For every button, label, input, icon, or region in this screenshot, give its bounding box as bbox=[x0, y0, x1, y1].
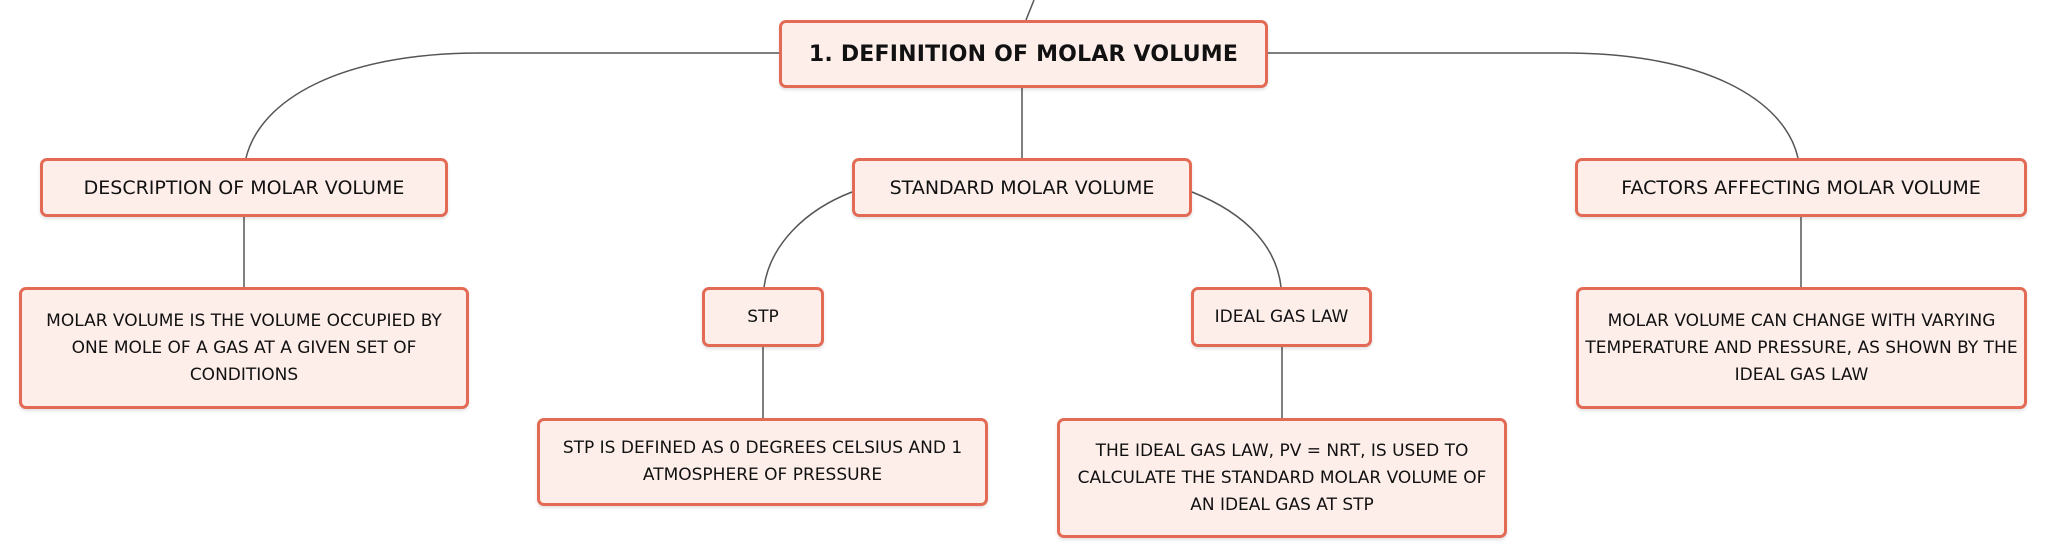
subtopic-node-ideal-gas-law[interactable]: IDEAL GAS LAW bbox=[1191, 287, 1372, 347]
connector-standard-to-stp bbox=[763, 191, 853, 288]
detail-node-ideal-gas-law[interactable]: THE IDEAL GAS LAW, PV = NRT, IS USED TO … bbox=[1057, 418, 1507, 538]
root-node-label: 1. DEFINITION OF MOLAR VOLUME bbox=[808, 41, 1239, 67]
detail-node-text: THE IDEAL GAS LAW, PV = NRT, IS USED TO … bbox=[1077, 440, 1487, 515]
detail-node-stp[interactable]: STP IS DEFINED AS 0 DEGREES CELSIUS AND … bbox=[537, 418, 988, 506]
topic-node-description-of-molar-volume[interactable]: DESCRIPTION OF MOLAR VOLUME bbox=[40, 158, 448, 217]
topic-node-factors-affecting-molar-volume[interactable]: FACTORS AFFECTING MOLAR VOLUME bbox=[1575, 158, 2027, 217]
detail-node-text: MOLAR VOLUME CAN CHANGE WITH VARYING TEM… bbox=[1585, 310, 2018, 385]
topic-node-label: STANDARD MOLAR VOLUME bbox=[889, 176, 1155, 199]
topic-node-standard-molar-volume[interactable]: STANDARD MOLAR VOLUME bbox=[852, 158, 1192, 217]
connector-root-to-description bbox=[245, 52, 779, 159]
detail-node-description[interactable]: MOLAR VOLUME IS THE VOLUME OCCUPIED BY O… bbox=[19, 287, 469, 409]
root-node-definition-of-molar-volume[interactable]: 1. DEFINITION OF MOLAR VOLUME bbox=[779, 20, 1268, 88]
subtopic-node-label: STP bbox=[747, 307, 779, 327]
subtopic-node-label: IDEAL GAS LAW bbox=[1214, 307, 1349, 327]
detail-node-factors[interactable]: MOLAR VOLUME CAN CHANGE WITH VARYING TEM… bbox=[1576, 287, 2027, 409]
subtopic-node-stp[interactable]: STP bbox=[702, 287, 824, 347]
detail-node-text: STP IS DEFINED AS 0 DEGREES CELSIUS AND … bbox=[562, 438, 963, 485]
connector-root-to-factors bbox=[1268, 52, 1799, 159]
topic-node-label: DESCRIPTION OF MOLAR VOLUME bbox=[83, 176, 405, 199]
connector-standard-to-ideal-gas-law bbox=[1191, 191, 1282, 288]
detail-node-text: MOLAR VOLUME IS THE VOLUME OCCUPIED BY O… bbox=[46, 310, 442, 385]
topic-node-label: FACTORS AFFECTING MOLAR VOLUME bbox=[1621, 176, 1981, 199]
connector-parent-to-root bbox=[1025, 0, 1035, 21]
